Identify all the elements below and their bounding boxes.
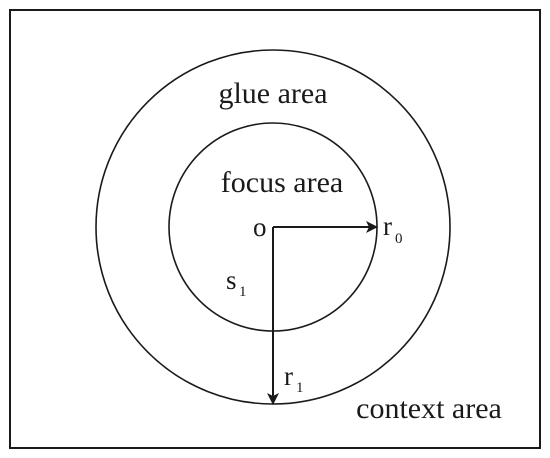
origin-label: o — [253, 212, 267, 242]
glue-area-label: glue area — [218, 77, 327, 110]
r0-label: r — [383, 211, 392, 241]
focus-area-label: focus area — [221, 166, 343, 199]
r1-subscript: 1 — [296, 380, 304, 396]
r1-label: r — [284, 361, 293, 391]
outer-frame — [9, 9, 541, 449]
r0-subscript: 0 — [395, 231, 403, 247]
s1-subscript: 1 — [239, 284, 247, 300]
context-area-label: context area — [356, 392, 502, 425]
s1-label: s — [226, 265, 237, 295]
